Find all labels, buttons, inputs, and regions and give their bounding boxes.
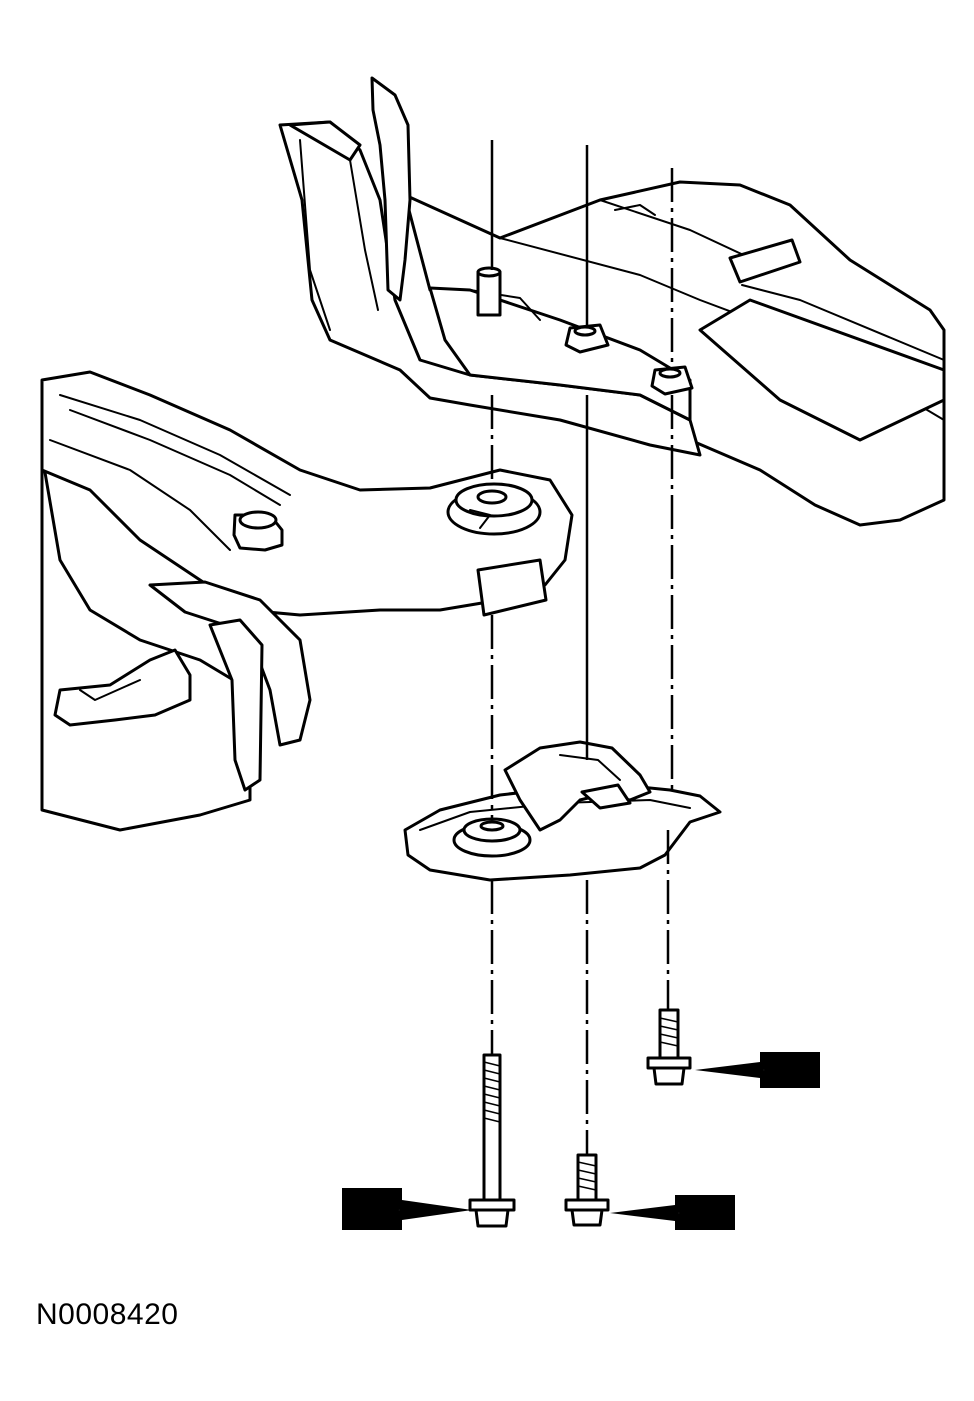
nut-right: [650, 365, 694, 396]
lower-crossmember: [40, 370, 574, 832]
bolt-right: [646, 1008, 692, 1086]
arrow-long-bolt: [342, 1188, 472, 1230]
bolt-middle: [564, 1153, 610, 1227]
arrow-right-bolt: [695, 1052, 820, 1088]
arrow-middle-bolt: [610, 1195, 735, 1230]
stud-upper: [476, 266, 502, 317]
figure-id-label: N0008420: [36, 1298, 179, 1331]
bolt-long: [468, 1053, 516, 1228]
upper-bracket: [278, 76, 702, 457]
nut-middle: [564, 323, 610, 354]
alignment-axes: [490, 140, 674, 1155]
lower-mounting-plate: [403, 740, 722, 882]
bushing-upper: [446, 482, 542, 536]
